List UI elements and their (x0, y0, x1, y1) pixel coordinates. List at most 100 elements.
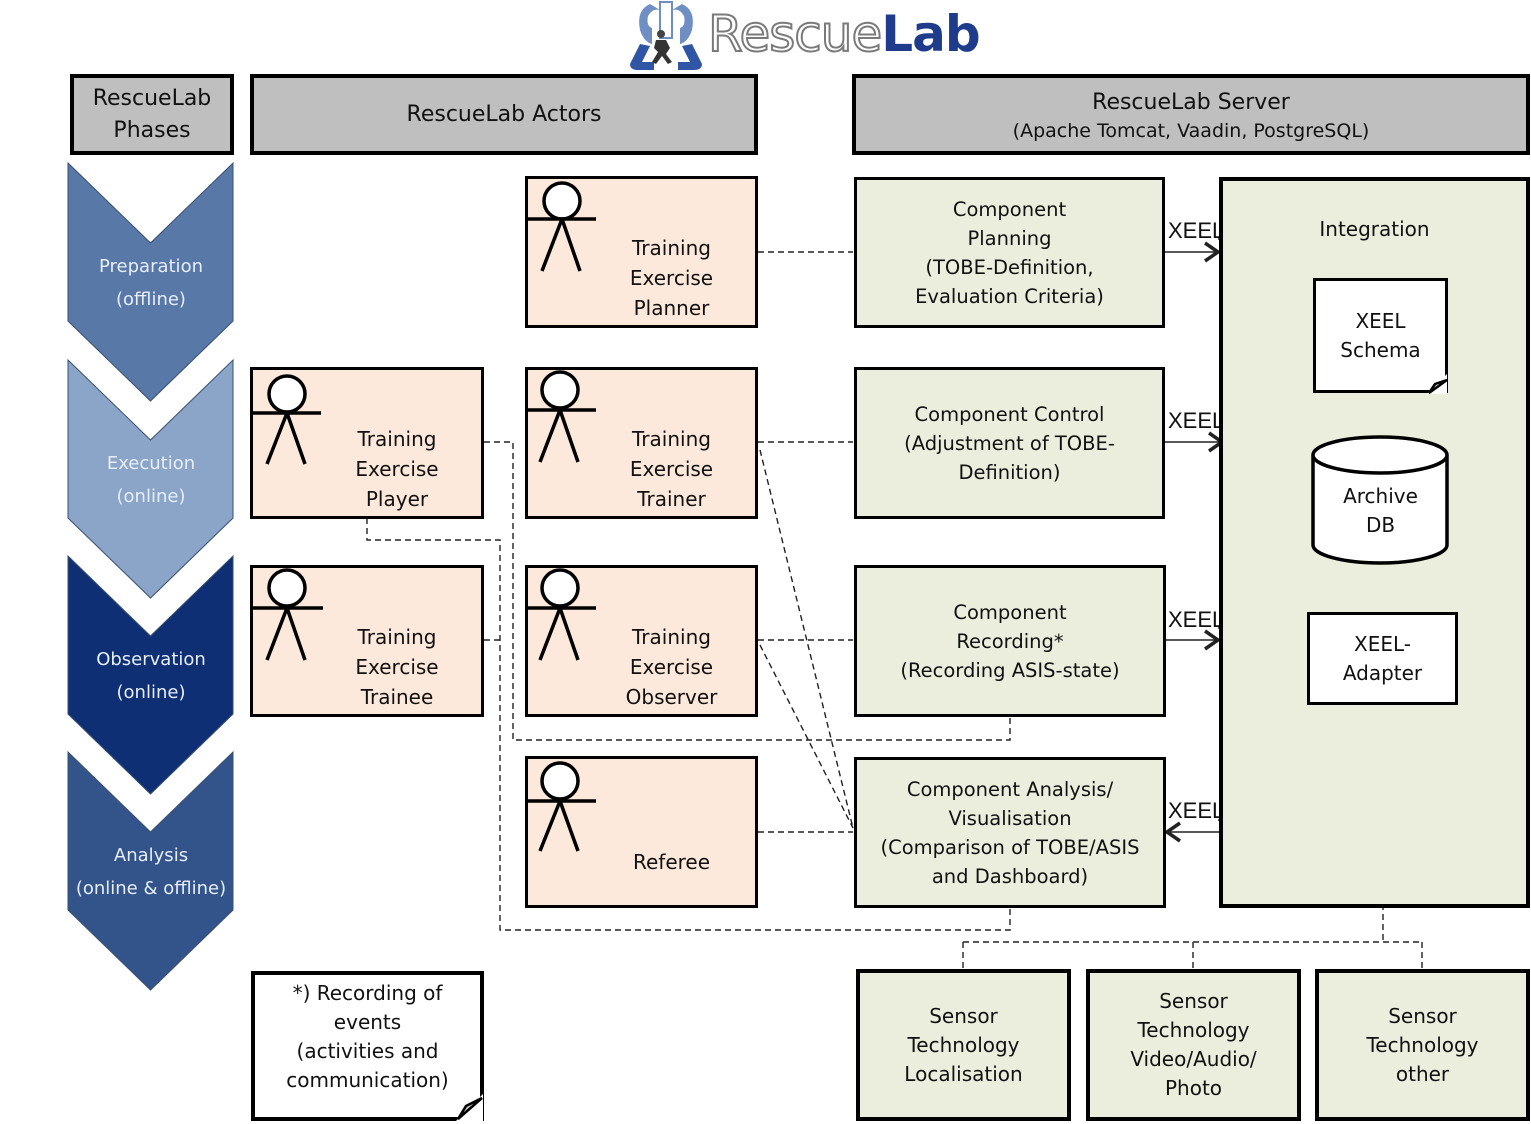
label-line: XEEL (1355, 308, 1406, 333)
phase-label-preparation: Preparation (offline) (68, 250, 234, 316)
label-line: Planning (967, 226, 1052, 250)
connector-player-recording (484, 441, 1011, 741)
phase-label-observation: Observation (online) (68, 643, 234, 709)
phase-name: Analysis (113, 845, 189, 866)
actor-observer[interactable]: Training Exercise Observer (525, 565, 758, 717)
label-line: Training (357, 427, 437, 451)
label-line: and Dashboard) (931, 864, 1089, 888)
actor-figure-icon (528, 568, 596, 661)
actors-header-title: RescueLab Actors (406, 101, 602, 127)
label-line: Definition) (958, 460, 1061, 484)
actor-figure-icon (528, 761, 596, 852)
phase-mode: (online) (116, 682, 186, 703)
actor-trainee[interactable]: Training Exercise Trainee (250, 565, 484, 717)
actor-trainer[interactable]: Training Exercise Trainer (525, 367, 758, 519)
phase-mode: (online & offline) (75, 878, 227, 899)
label-line: Evaluation Criteria) (915, 284, 1104, 308)
xeel-label-planning: XEEL (1168, 218, 1225, 243)
actor-trainer-label: Training Exercise Trainer (588, 424, 755, 514)
actor-observer-label: Training Exercise Observer (588, 622, 755, 712)
label-line: Adapter (1342, 660, 1423, 685)
label-line: Training (357, 625, 437, 649)
phases-header: RescueLab Phases (70, 74, 234, 155)
component-recording[interactable]: Component Recording* (Recording ASIS-sta… (854, 565, 1166, 717)
xeel-adapter[interactable]: XEEL- Adapter (1307, 612, 1458, 705)
label-line: Observer (625, 685, 718, 709)
server-header-title: RescueLab Server (1092, 89, 1290, 115)
actor-figure-icon (253, 568, 323, 661)
phase-chevron-observation (67, 554, 234, 795)
phase-label-execution: Execution (online) (68, 447, 234, 513)
phase-name: Observation (96, 649, 206, 670)
label-line: Archive (1343, 484, 1418, 508)
sensor-other[interactable]: Sensor Technology other (1315, 969, 1530, 1121)
xeel-label-analysis: XEEL (1168, 798, 1225, 823)
label-line: Trainee (360, 685, 434, 709)
label-line: Technology (907, 1032, 1020, 1057)
connector-player-analysis (366, 518, 1011, 931)
label-line: Localisation (904, 1061, 1023, 1086)
label-line: (activities and (296, 1039, 439, 1063)
label-line: Exercise (629, 457, 714, 481)
label-line: Component (952, 197, 1067, 221)
component-planning[interactable]: Component Planning (TOBE-Definition, Eva… (854, 177, 1165, 328)
phase-name: Execution (106, 453, 196, 474)
phase-chevron-analysis (67, 750, 234, 991)
sensor-video-audio-photo[interactable]: Sensor Technology Video/Audio/ Photo (1086, 969, 1301, 1121)
label-line: Player (365, 487, 429, 511)
archive-db-label: Archive DB (1313, 482, 1448, 540)
actor-player-label: Training Exercise Player (313, 424, 481, 514)
integration-title: Integration (1319, 217, 1430, 241)
phase-mode: (offline) (116, 289, 186, 310)
label-line: Referee (632, 850, 711, 874)
flask-runner-icon (630, 1, 702, 70)
sensor-localisation[interactable]: Sensor Technology Localisation (856, 969, 1071, 1121)
label-line: *) Recording of (292, 981, 443, 1005)
label-line: Technology (1137, 1018, 1250, 1042)
archive-db-cylinder[interactable] (1310, 433, 1452, 569)
actors-header: RescueLab Actors (250, 74, 758, 155)
actor-trainee-label: Training Exercise Trainee (313, 622, 481, 712)
server-header: RescueLab Server (Apache Tomcat, Vaadin,… (852, 74, 1530, 155)
phase-mode: (online) (116, 486, 186, 507)
phase-name: Preparation (99, 256, 203, 277)
phases-header-line2: Phases (113, 117, 191, 143)
label-line: other (1395, 1061, 1450, 1086)
page-curl-icon (1427, 374, 1448, 395)
connector-trainer-analysis (759, 449, 854, 829)
label-line: (Comparison of TOBE/ASIS (880, 835, 1140, 859)
xeel-schema-document[interactable]: XEEL Schema (1313, 278, 1448, 393)
actor-figure-icon (528, 370, 596, 463)
component-control[interactable]: Component Control (Adjustment of TOBE- D… (854, 367, 1165, 519)
label-line: Component Control (914, 402, 1105, 426)
label-line: XEEL- (1354, 631, 1411, 656)
label-line: Training (632, 427, 711, 451)
actor-figure-icon (528, 181, 596, 272)
label-line: Exercise (629, 655, 714, 679)
actor-player[interactable]: Training Exercise Player (250, 367, 484, 519)
label-line: Training (632, 625, 711, 649)
page-curl-icon (456, 1094, 483, 1121)
xeel-label-control: XEEL (1168, 408, 1225, 433)
actor-referee[interactable]: Referee (525, 756, 758, 908)
label-line: (Recording ASIS-state) (900, 658, 1120, 682)
phase-chevron-execution (67, 358, 234, 599)
label-line: Technology (1366, 1032, 1479, 1057)
label-line: communication) (286, 1068, 449, 1092)
phase-label-analysis: Analysis (online & offline) (68, 839, 234, 905)
logo-word-lab: Lab (881, 5, 980, 63)
label-line: Photo (1164, 1076, 1223, 1100)
label-line: Exercise (629, 266, 714, 290)
label-line: Sensor (1159, 989, 1228, 1013)
component-analysis[interactable]: Component Analysis/ Visualisation (Compa… (854, 757, 1166, 908)
actor-planner[interactable]: Training Exercise Planner (525, 176, 758, 328)
logo-word-rescue: Rescue (707, 4, 883, 64)
phases-header-line1: RescueLab (92, 85, 212, 111)
label-line: events (333, 1010, 402, 1034)
label-line: Video/Audio/ (1130, 1047, 1257, 1071)
label-line: Recording* (956, 629, 1064, 653)
phase-chevron-preparation (67, 161, 234, 402)
label-line: Exercise (355, 655, 439, 679)
label-line: Sensor (929, 1003, 998, 1028)
